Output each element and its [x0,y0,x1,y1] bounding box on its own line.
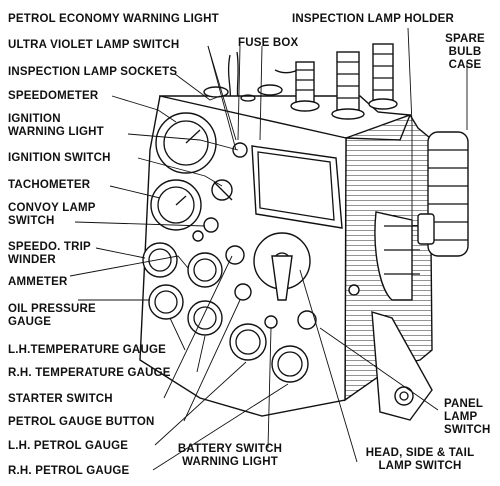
lh-temp-dial [148,284,184,320]
label-panel-lamp-switch: PANEL LAMP SWITCH [444,398,491,436]
lh-petrol-dial [229,323,267,361]
oil-pressure-dial [187,252,223,288]
label-lh-petrol-gauge: L.H. PETROL GAUGE [8,440,129,452]
label-starter-switch: STARTER SWITCH [8,393,113,405]
label-fuse-box: FUSE BOX [238,37,299,49]
label-rh-petrol-gauge: R.H. PETROL GAUGE [8,465,130,477]
label-petrol-economy-warning-light: PETROL ECONOMY WARNING LIGHT [8,13,219,25]
label-lh-temperature-gauge: L.H.TEMPERATURE GAUGE [8,344,166,356]
rh-temp-dial [187,300,223,336]
label-tachometer: TACHOMETER [8,179,91,191]
label-ultra-violet-lamp-switch: ULTRA VIOLET LAMP SWITCH [8,39,180,51]
label-oil-pressure-gauge: OIL PRESSURE GAUGE [8,303,96,328]
label-inspection-lamp-holder: INSPECTION LAMP HOLDER [292,13,455,25]
panel-lamp-bracket [371,311,433,421]
label-battery-switch-warning-light: BATTERY SWITCH WARNING LIGHT [177,443,283,468]
ignition-switch-shape [211,179,233,201]
label-speedometer: SPEEDOMETER [8,90,99,102]
label-ignition-warning-light: IGNITION WARNING LIGHT [8,113,104,138]
fuse-box-shape [251,145,343,229]
label-speedo-trip-winder: SPEEDO. TRIP WINDER [8,241,91,266]
label-spare-bulb-case: SPARE BULB CASE [445,33,485,71]
ignition-warning-lamp [232,142,248,158]
speedometer-dial [155,112,217,174]
label-ammeter: AMMETER [8,276,68,288]
top-sockets [203,84,283,102]
leader-lines [69,27,468,471]
tachometer-dial [150,179,202,231]
head-lamp-switch-shape [253,232,311,301]
label-head-side-tail-lamp-switch: HEAD, SIDE & TAIL LAMP SWITCH [365,447,475,472]
small-controls [192,217,360,330]
label-inspection-lamp-sockets: INSPECTION LAMP SOCKETS [8,66,178,78]
label-petrol-gauge-button: PETROL GAUGE BUTTON [8,416,155,428]
side-clips [374,211,435,301]
label-ignition-switch: IGNITION SWITCH [8,152,111,164]
spare-bulb-case [427,131,469,257]
ammeter-dial [142,242,178,278]
lamp-holders [290,43,398,120]
label-convoy-lamp-switch: CONVOY LAMP SWITCH [8,202,96,227]
rh-petrol-dial [271,345,309,383]
label-rh-temperature-gauge: R.H. TEMPERATURE GAUGE [8,367,171,379]
